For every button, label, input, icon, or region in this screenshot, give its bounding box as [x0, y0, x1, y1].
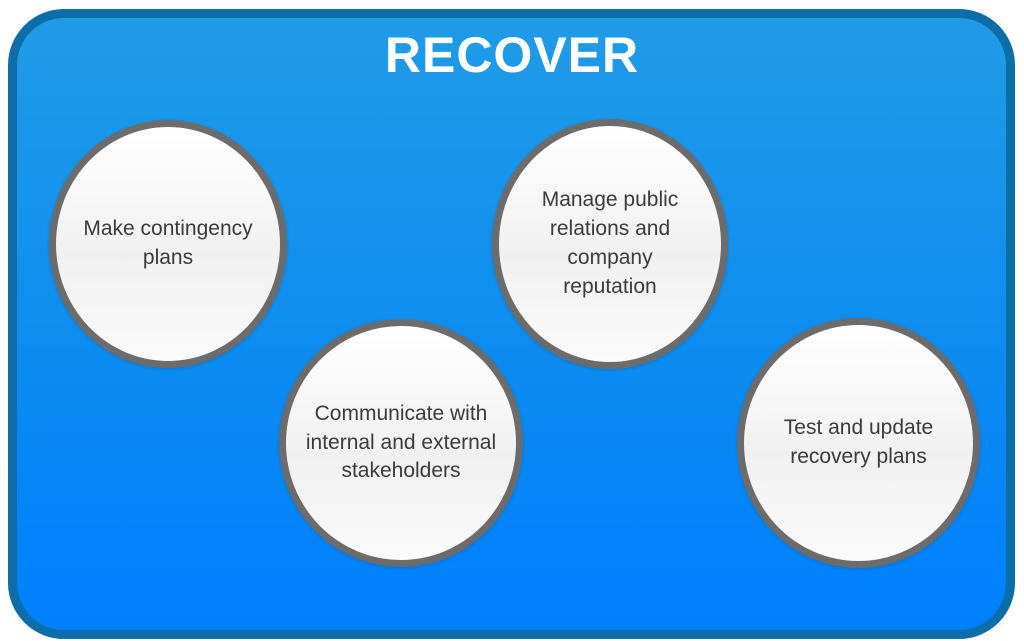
circle-label: Communicate with internal and external s…: [305, 401, 497, 483]
circle-label: Manage public relations and company repu…: [541, 188, 679, 298]
circle-communicate-stakeholders: Communicate with internal and external s…: [279, 319, 523, 567]
page-title: RECOVER: [384, 27, 640, 83]
circle-label: Make contingency plans: [83, 217, 253, 269]
circle-test-update-recovery-plans: Test and update recovery plans: [737, 318, 980, 568]
circle-manage-public-relations: Manage public relations and company repu…: [492, 119, 728, 369]
circle-make-contingency-plans: Make contingency plans: [49, 120, 287, 368]
circle-label: Test and update recovery plans: [783, 416, 934, 468]
